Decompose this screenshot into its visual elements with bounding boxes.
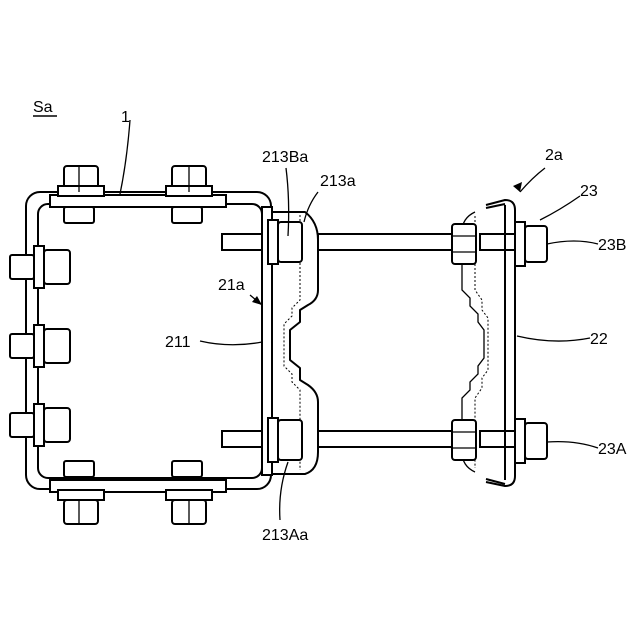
label-23A: 23A: [598, 441, 627, 458]
label-22: 22: [590, 331, 608, 348]
top-bolt-left: [58, 166, 104, 223]
nut-right-inner-bottom: [452, 420, 476, 460]
bottom-bolt-left: [58, 461, 104, 524]
label-23: 23: [580, 183, 598, 200]
label-213Aa: 213Aa: [262, 527, 308, 544]
label-211: 211: [165, 334, 191, 351]
left-bolt-bottom: [10, 404, 70, 446]
top-bolt-right: [166, 166, 212, 223]
bottom-bolt-right: [166, 461, 212, 524]
label-1: 1: [121, 109, 130, 126]
nut-213Ba: [268, 220, 302, 264]
left-bolt-top: [10, 246, 70, 288]
nut-23A: [515, 419, 547, 463]
label-23B: 23B: [598, 237, 626, 254]
figure-title: Sa: [33, 99, 53, 116]
label-213Ba: 213Ba: [262, 149, 308, 166]
nut-23B: [515, 222, 547, 266]
label-213a: 213a: [320, 173, 356, 190]
label-21a: 21a: [218, 277, 245, 294]
label-2a: 2a: [545, 147, 563, 164]
nut-right-inner-top: [452, 224, 476, 264]
nut-213Aa: [268, 418, 302, 462]
left-bolt-middle: [10, 325, 70, 367]
